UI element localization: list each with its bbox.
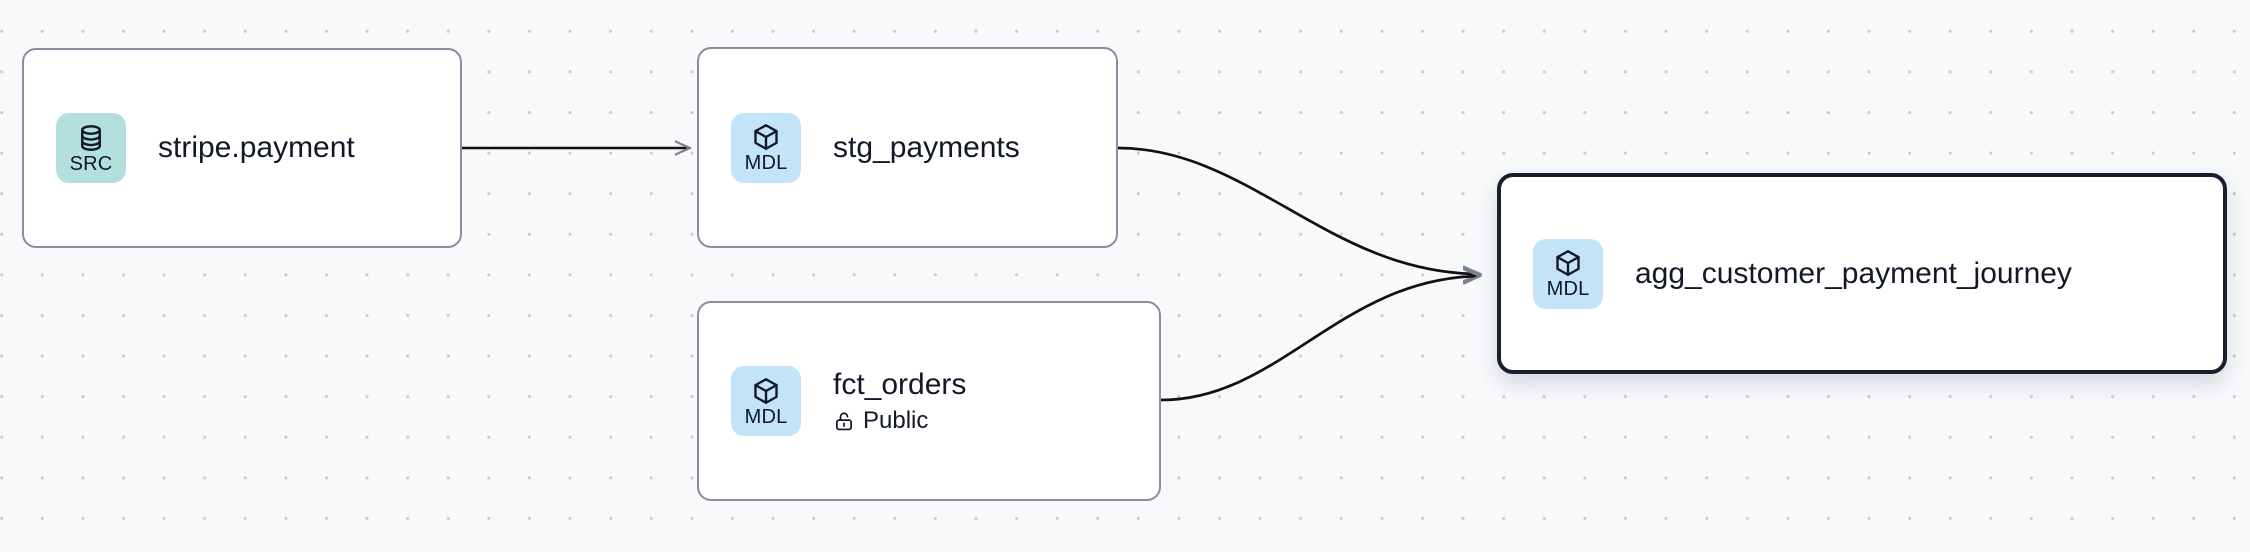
node-body: fct_orders Public: [833, 367, 966, 435]
cube-icon: [1553, 248, 1583, 278]
badge-label: MDL: [1546, 278, 1590, 300]
database-icon: [76, 123, 106, 153]
edge-stg-payments-to-agg-customer-payment-journey: [1117, 146, 1480, 274]
lineage-node-stripe-payment[interactable]: SRC stripe.payment: [22, 48, 462, 248]
model-type-badge: MDL: [1533, 238, 1603, 309]
lineage-node-stg-payments[interactable]: MDL stg_payments: [697, 47, 1118, 248]
node-title: agg_customer_payment_journey: [1635, 256, 2072, 290]
badge-label: MDL: [744, 152, 788, 174]
model-type-badge: MDL: [731, 112, 801, 183]
model-type-badge: MDL: [731, 366, 801, 436]
node-title: fct_orders: [833, 368, 967, 401]
cube-icon: [751, 122, 781, 152]
unlock-icon: [833, 410, 855, 432]
badge-label: MDL: [744, 405, 788, 428]
edge-fct-orders-to-agg-customer-payment-journey: [1160, 276, 1480, 402]
lineage-node-fct-orders[interactable]: MDL fct_orders Public: [697, 301, 1161, 501]
node-body: stripe.payment: [158, 130, 355, 166]
node-title: stg_payments: [833, 130, 1020, 164]
visibility-label: Public: [863, 407, 929, 434]
source-type-badge: SRC: [56, 113, 126, 183]
node-body: agg_customer_payment_journey: [1635, 256, 2072, 292]
cube-icon: [751, 376, 781, 406]
node-body: stg_payments: [833, 130, 1020, 166]
lineage-node-agg-customer-payment-journey[interactable]: MDL agg_customer_payment_journey: [1497, 173, 2227, 374]
badge-label: SRC: [69, 152, 113, 175]
visibility-badge: Public: [833, 407, 966, 435]
node-title: stripe.payment: [158, 131, 355, 164]
